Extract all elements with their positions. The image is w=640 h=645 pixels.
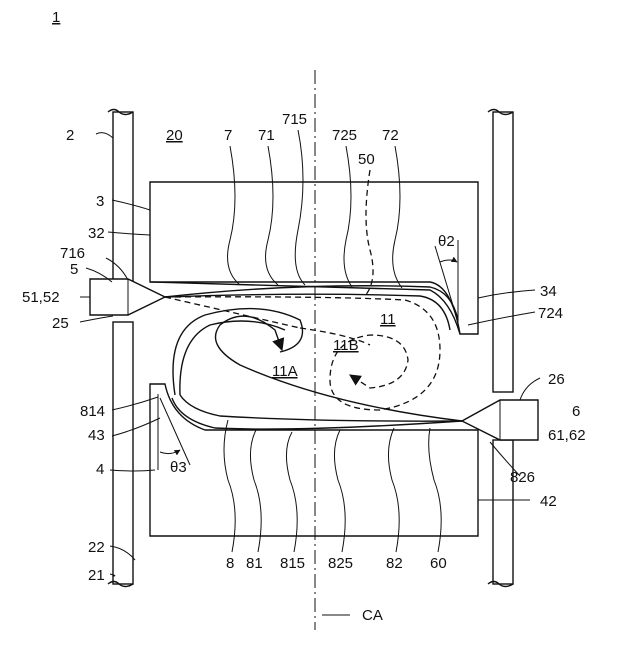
label-4: 4 — [96, 461, 104, 478]
label-5: 5 — [70, 261, 78, 278]
label-11: 11 — [380, 311, 396, 328]
figure-number: 1 — [52, 9, 60, 26]
label-20: 20 — [166, 127, 183, 144]
label-26: 26 — [548, 371, 565, 388]
label-814: 814 — [80, 403, 105, 420]
label-43: 43 — [88, 427, 105, 444]
label-716: 716 — [60, 245, 85, 262]
label-81: 81 — [246, 555, 263, 572]
leader-lines — [80, 130, 540, 615]
label-72: 72 — [382, 127, 399, 144]
label-725: 725 — [332, 127, 357, 144]
label-50: 50 — [358, 151, 375, 168]
left-wall — [108, 110, 133, 587]
label-34: 34 — [540, 283, 557, 300]
label-42: 42 — [540, 493, 557, 510]
label-32: 32 — [88, 225, 105, 242]
label-826: 826 — [510, 469, 535, 486]
label-11B: 11B — [333, 337, 359, 354]
label-6: 6 — [572, 403, 580, 420]
flow-8 — [172, 395, 462, 429]
nozzle-6 — [462, 400, 538, 440]
label-61-62: 61,62 — [548, 427, 586, 444]
label-2: 2 — [66, 127, 74, 144]
vortex-11A — [173, 309, 462, 421]
label-8: 8 — [226, 555, 234, 572]
right-wall — [488, 110, 513, 587]
label-11A: 11A — [272, 363, 298, 380]
top-block — [150, 182, 478, 334]
label-825: 825 — [328, 555, 353, 572]
label-25: 25 — [52, 315, 69, 332]
bottom-block — [150, 384, 478, 536]
label-71: 71 — [258, 127, 275, 144]
label-22: 22 — [88, 539, 105, 556]
nozzle-5 — [90, 279, 165, 315]
label-theta2: θ2 — [438, 233, 455, 250]
flow-7 — [165, 286, 458, 330]
label-60: 60 — [430, 555, 447, 572]
label-21: 21 — [88, 567, 105, 584]
label-724: 724 — [538, 305, 563, 322]
label-3: 3 — [96, 193, 104, 210]
label-51-52: 51,52 — [22, 289, 60, 306]
label-715: 715 — [282, 111, 307, 128]
label-CA: CA — [362, 607, 383, 624]
labels: 1 20 2 7 71 715 725 72 50 3 32 θ2 716 5 … — [22, 9, 586, 624]
label-815: 815 — [280, 555, 305, 572]
label-7: 7 — [224, 127, 232, 144]
label-82: 82 — [386, 555, 403, 572]
angle-theta2 — [435, 240, 458, 322]
label-theta3: θ3 — [170, 459, 187, 476]
